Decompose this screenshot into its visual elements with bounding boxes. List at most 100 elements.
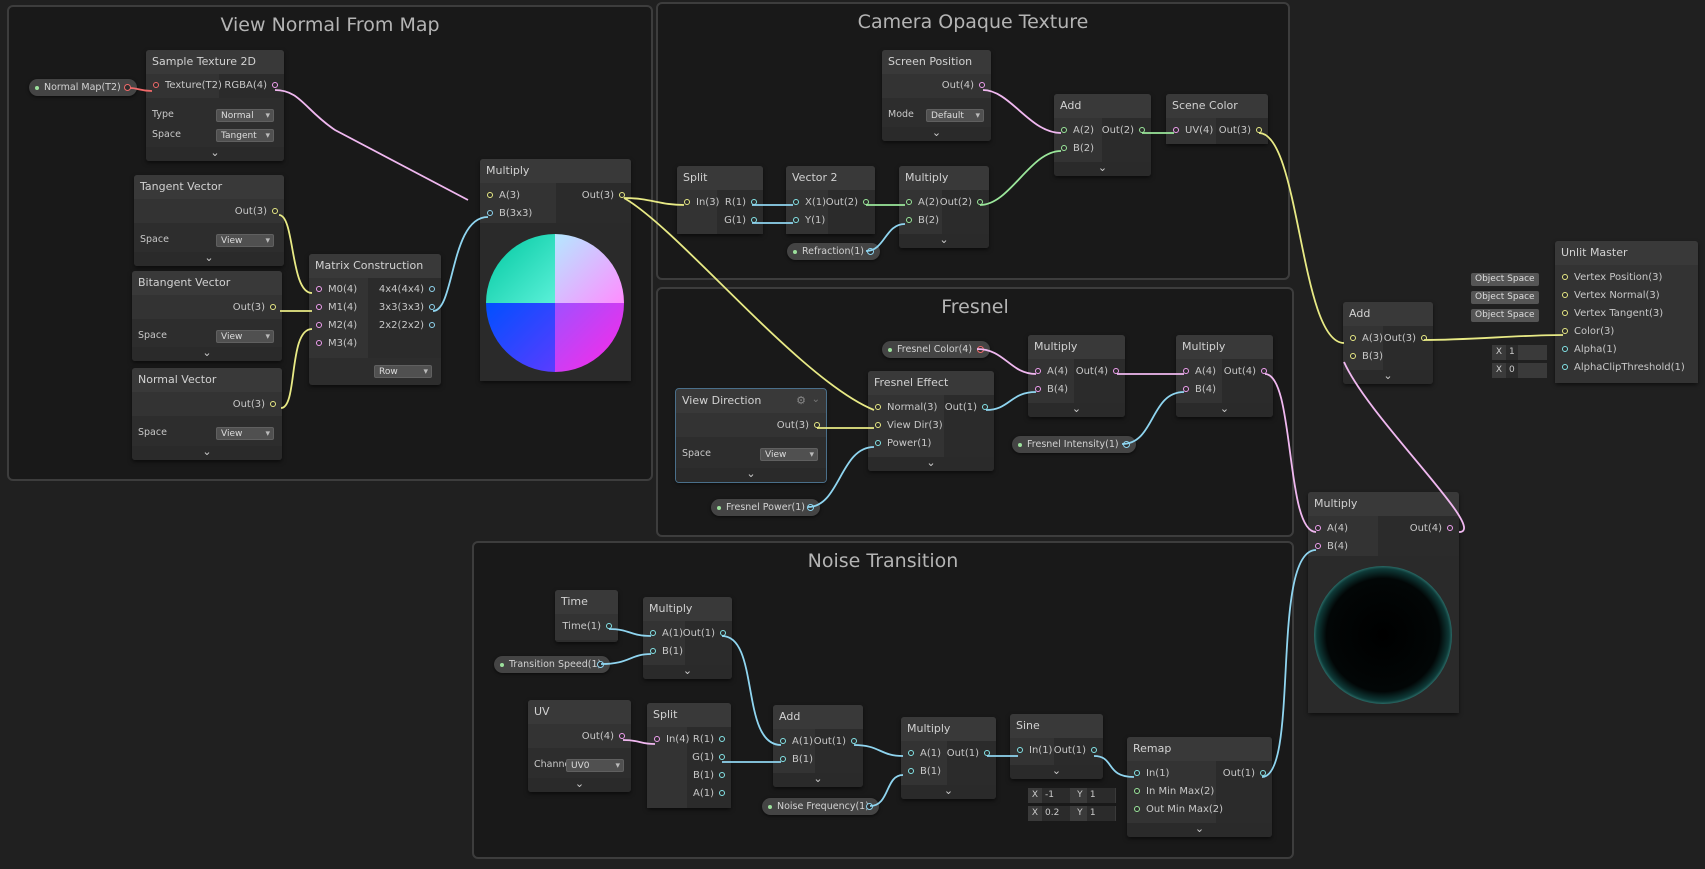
field-label: X (1031, 790, 1039, 800)
chevron-down-icon[interactable]: ⌄ (676, 468, 826, 482)
node-split-noise[interactable]: Split In(4) R(1) G(1) B(1) A(1) (647, 703, 731, 808)
node-title: Multiply (901, 717, 996, 741)
mode-dropdown[interactable]: Row (374, 365, 432, 379)
chevron-down-icon[interactable]: ⌄ (643, 665, 732, 679)
chevron-down-icon[interactable]: ⌄ (899, 234, 989, 248)
node-title: Sample Texture 2D (146, 50, 284, 74)
property-normal-map[interactable]: Normal Map(T2) (29, 79, 137, 96)
node-fresnel-effect[interactable]: Fresnel Effect Normal(3) View Dir(3) Pow… (868, 371, 994, 471)
space-dropdown[interactable]: Tangent (216, 129, 274, 143)
chevron-down-icon[interactable]: ⌄ (1343, 370, 1433, 384)
chevron-down-icon[interactable]: ⌄ (773, 773, 863, 787)
chevron-down-icon[interactable]: ⌄ (1028, 403, 1125, 417)
field-value[interactable]: 1 (1086, 788, 1115, 803)
chevron-down-icon[interactable]: ⌄ (146, 147, 284, 161)
chevron-down-icon[interactable]: ⌄ (882, 127, 991, 141)
node-title: Matrix Construction (309, 254, 441, 278)
node-add-noise[interactable]: Add A(1) B(1) Out(1) ⌄ (773, 705, 863, 787)
node-add-camera[interactable]: Add A(2) B(2) Out(2) ⌄ (1054, 94, 1151, 176)
field-value[interactable]: 0.2 (1042, 806, 1070, 821)
space-dropdown[interactable]: View (216, 330, 274, 344)
chevron-down-icon[interactable]: ⌄ (1054, 162, 1151, 176)
node-time[interactable]: Time Time(1) (555, 590, 618, 642)
node-multiply-fresnel-2[interactable]: Multiply A(4) B(4) Out(4) ⌄ (1176, 335, 1273, 417)
field-label: Y (1077, 790, 1083, 800)
mode-dropdown[interactable]: Default (926, 109, 984, 123)
field-value[interactable]: -1 (1042, 788, 1070, 803)
field-value[interactable]: 1 (1506, 345, 1518, 360)
chevron-down-icon[interactable]: ⌄ (528, 778, 631, 792)
group-title: Fresnel (941, 296, 1009, 318)
node-uv[interactable]: UV Out(4) Channe UV0 ⌄ (528, 700, 631, 792)
group-title: Camera Opaque Texture (857, 11, 1089, 33)
field-value[interactable]: 1 (1086, 806, 1115, 821)
node-multiply-noise[interactable]: Multiply A(1) B(1) Out(1) ⌄ (901, 717, 996, 799)
gear-icon[interactable]: ⚙ (796, 394, 806, 407)
channel-dropdown[interactable]: UV0 (566, 759, 624, 773)
node-title: Split (677, 166, 763, 190)
node-title: Vector 2 (786, 166, 875, 190)
property-fresnel-power[interactable]: Fresnel Power(1) (711, 499, 820, 516)
space-label: Space (138, 330, 167, 341)
space-dropdown[interactable]: View (216, 427, 274, 441)
node-multiply-camera[interactable]: Multiply A(2) B(2) Out(2) ⌄ (899, 166, 989, 248)
space-dropdown[interactable]: View (216, 234, 274, 248)
node-title: Add (1054, 94, 1151, 118)
node-multiply-time[interactable]: Multiply A(1) B(1) Out(1) ⌄ (643, 597, 732, 679)
chevron-down-icon[interactable]: ⌄ (901, 785, 996, 799)
node-remap[interactable]: Remap In(1) In Min Max(2) Out Min Max(2)… (1127, 737, 1272, 837)
node-add-final[interactable]: Add A(3) B(3) Out(3) ⌄ (1343, 302, 1433, 384)
space-label: Space (682, 448, 711, 459)
node-tangent-vector[interactable]: Tangent Vector Out(3) Space View ⌄ (134, 175, 284, 266)
chevron-down-icon[interactable]: ⌄ (1127, 823, 1272, 837)
node-split-camera[interactable]: Split In(3) R(1) G(1) (677, 166, 763, 234)
space-dropdown-vertex-tangent[interactable]: Object Space (1471, 309, 1539, 322)
node-view-direction[interactable]: View Direction ⚙ ⌄ Out(3) Space View ⌄ (675, 388, 827, 483)
chevron-down-icon[interactable]: ⌄ (868, 457, 994, 471)
node-vector2[interactable]: Vector 2 X(1) Y(1) Out(2) (786, 166, 875, 234)
property-fresnel-intensity[interactable]: Fresnel Intensity(1) (1012, 436, 1136, 453)
space-dropdown-vertex-normal[interactable]: Object Space (1471, 291, 1539, 304)
node-unlit-master[interactable]: Unlit Master Vertex Position(3) Vertex N… (1555, 241, 1698, 383)
node-title: Tangent Vector (134, 175, 284, 199)
group-title: View Normal From Map (220, 14, 440, 36)
chevron-down-icon[interactable]: ⌄ (1010, 765, 1103, 779)
chevron-down-icon[interactable]: ⌄ (132, 347, 282, 361)
node-title: Normal Vector (132, 368, 282, 392)
space-dropdown-vertex-position[interactable]: Object Space (1471, 273, 1539, 286)
type-dropdown[interactable]: Normal (216, 109, 274, 123)
property-noise-frequency[interactable]: Noise Frequency(1) (762, 798, 879, 815)
chevron-down-icon[interactable]: ⌄ (811, 394, 820, 405)
node-title: Multiply (899, 166, 989, 190)
space-dropdown[interactable]: View (760, 448, 818, 462)
node-multiply-normal[interactable]: Multiply A(3) B(3x3) Out(3) (480, 159, 631, 381)
field-label: X (1495, 365, 1503, 375)
chevron-down-icon[interactable]: ⌄ (1176, 403, 1273, 417)
node-matrix-construction[interactable]: Matrix Construction M0(4) M1(4) M2(4) M3… (309, 254, 441, 385)
property-fresnel-color[interactable]: Fresnel Color(4) (882, 341, 990, 358)
property-refraction[interactable]: Refraction(1) (787, 243, 880, 260)
node-title: Multiply (1028, 335, 1125, 359)
node-multiply-output[interactable]: Multiply A(4) B(4) Out(4) (1308, 492, 1459, 713)
group-title: Noise Transition (807, 550, 959, 572)
node-screen-position[interactable]: Screen Position Out(4) Mode Default ⌄ (882, 50, 991, 141)
node-multiply-fresnel-1[interactable]: Multiply A(4) B(4) Out(4) ⌄ (1028, 335, 1125, 417)
field-value[interactable]: 0 (1506, 363, 1518, 378)
chevron-down-icon[interactable]: ⌄ (132, 446, 282, 460)
node-bitangent-vector[interactable]: Bitangent Vector Out(3) Space View ⌄ (132, 271, 282, 361)
chevron-down-icon[interactable]: ⌄ (134, 252, 284, 266)
node-sine[interactable]: Sine In(1) Out(1) ⌄ (1010, 714, 1103, 779)
node-title: UV (528, 700, 631, 724)
node-title: Multiply (1308, 492, 1459, 516)
node-title: Bitangent Vector (132, 271, 282, 295)
node-scene-color[interactable]: Scene Color UV(4) Out(3) (1166, 94, 1268, 144)
node-normal-vector[interactable]: Normal Vector Out(3) Space View ⌄ (132, 368, 282, 460)
preview-output-sphere (1308, 556, 1459, 713)
node-sample-texture-2d[interactable]: Sample Texture 2D Texture(T2) RGBA(4) Ty… (146, 50, 284, 161)
field-label: X (1031, 808, 1039, 818)
property-transition-speed[interactable]: Transition Speed(1) (494, 656, 610, 673)
